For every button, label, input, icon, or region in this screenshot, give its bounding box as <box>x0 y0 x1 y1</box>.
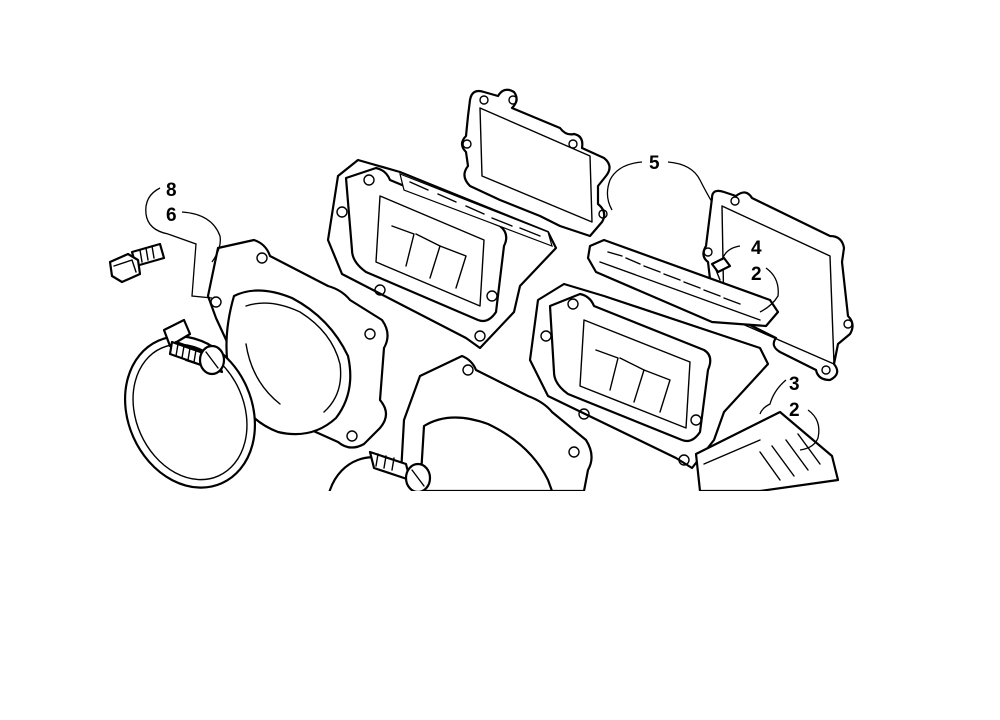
reed-petal-plate-lower <box>694 410 840 491</box>
callout-8: 8 <box>166 180 177 201</box>
intake-boot-upper <box>206 238 389 449</box>
callout-2-upper: 2 <box>751 264 762 285</box>
callout-6: 6 <box>166 205 177 226</box>
callout-3: 3 <box>789 374 800 395</box>
gasket-upper <box>460 88 611 238</box>
reed-screw <box>710 256 732 281</box>
callout-4: 4 <box>751 238 762 259</box>
flange-bolt <box>108 242 166 284</box>
callout-2-lower: 2 <box>789 400 800 421</box>
callout-5: 5 <box>649 153 660 174</box>
hose-clamp-lower <box>325 450 435 491</box>
clamp-screw-upper <box>168 340 226 376</box>
reed-cage-upper <box>326 158 558 350</box>
intake-boot-lower <box>398 354 593 491</box>
reed-petal-plate <box>586 238 780 328</box>
reed-cage-lower <box>528 282 770 470</box>
leader-lines <box>145 161 820 451</box>
